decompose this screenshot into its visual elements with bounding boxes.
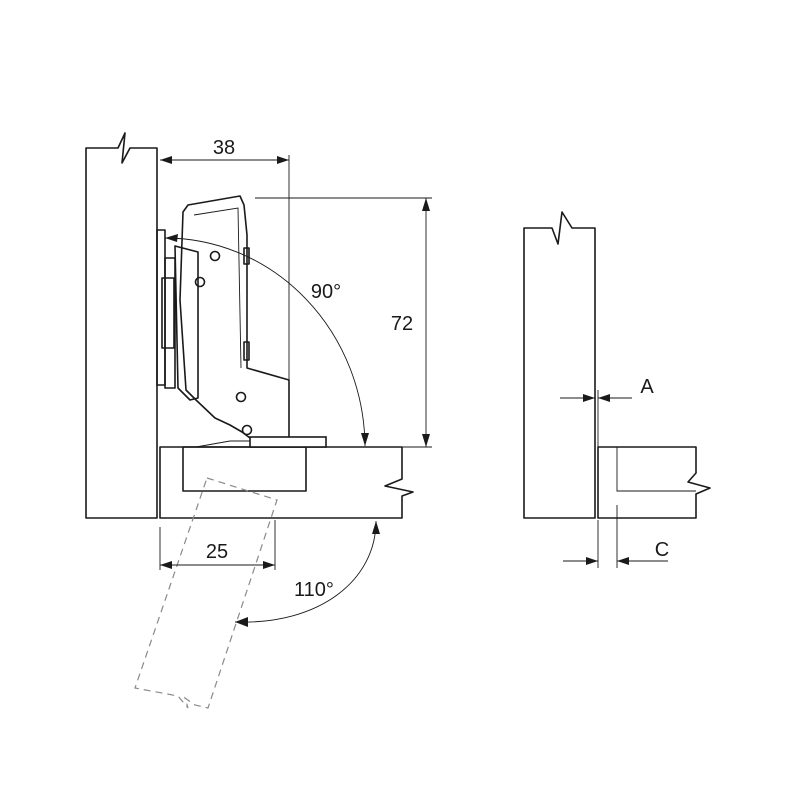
dimension-25-label: 25 (206, 541, 228, 563)
screw-hole-4 (241, 424, 253, 436)
dimension-72-label: 72 (391, 313, 413, 335)
dimension-c-label: C (655, 539, 669, 561)
screw-hole-1 (209, 250, 221, 262)
hinge-body (156, 195, 327, 448)
dimension-38-label: 38 (213, 137, 235, 159)
hinge-tab-lower (243, 341, 250, 361)
door-panel (159, 446, 414, 519)
hinge-arm (179, 195, 290, 439)
side-panel (85, 132, 158, 519)
mounting-plate-inner (164, 257, 176, 389)
dimension-38: 38 (160, 137, 290, 380)
angle-110-label: 110° (294, 579, 334, 601)
screw-hole-3 (235, 391, 247, 403)
dimension-a: A (560, 376, 654, 447)
angle-90: 90° (164, 234, 369, 447)
dimension-a-label: A (640, 376, 654, 398)
hinge-cup-link (195, 440, 250, 448)
hinge-cup-recess (182, 446, 307, 492)
mounting-plate-screw-boss (161, 277, 175, 349)
angle-110: 110° (234, 520, 380, 627)
angle-90-label: 90° (311, 281, 341, 303)
door-open-110-outline (134, 477, 278, 709)
dimension-c: C (563, 505, 669, 568)
door-panel-detail (597, 446, 711, 519)
screw-hole-2 (194, 276, 206, 288)
dimension-72: 72 (255, 197, 432, 448)
hinge-arm-contour (193, 207, 242, 369)
door-cup-recess-detail (616, 447, 696, 492)
side-panel-detail (523, 211, 596, 519)
hinge-tab-upper (243, 247, 250, 265)
dimension-25: 25 (159, 520, 276, 570)
hinge-cup-plate (249, 436, 327, 448)
mounting-plate (156, 229, 166, 386)
hinge-arm-base (174, 245, 199, 401)
